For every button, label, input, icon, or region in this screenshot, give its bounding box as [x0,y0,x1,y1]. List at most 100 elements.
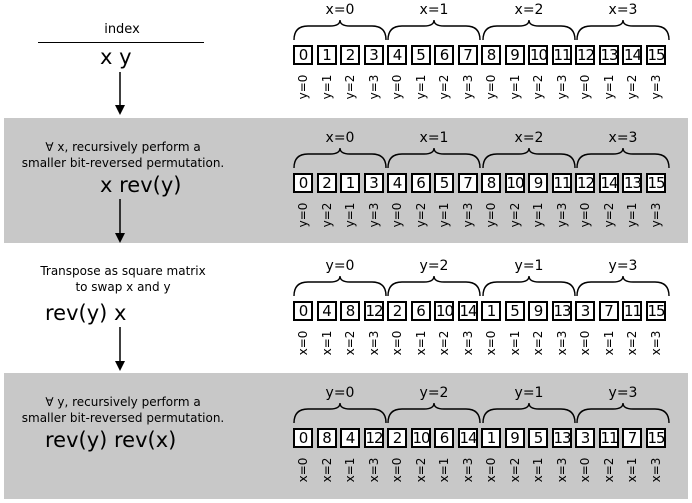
group-label: x=2 [514,130,544,146]
array-cell: 1 [481,428,501,448]
array-cell: 10 [410,428,431,448]
array-cell: 13 [551,301,572,321]
array-cell: 10 [434,301,454,321]
group-label: y=2 [419,258,449,274]
group-label: y=1 [514,385,544,401]
row-formula: rev(y) x [45,301,127,325]
array-cell: 7 [622,428,642,448]
index-underline [38,42,204,43]
array-cell: 12 [575,173,595,193]
array-cell: 0 [293,301,313,321]
array-cell: 11 [598,428,619,448]
array-cell: 6 [410,173,431,193]
array-cell: 15 [645,428,666,448]
group-brace [576,275,670,297]
group-brace [576,19,670,41]
down-arrow-head [115,361,125,371]
array-cell: 11 [551,173,572,193]
group-brace [482,19,576,41]
group-brace [482,147,576,169]
array-cell: 15 [645,173,666,193]
array-cell: 10 [528,45,548,65]
array-cell: 11 [551,45,572,65]
array-cell: 6 [410,301,431,321]
group-brace [482,402,576,424]
group-brace [387,402,481,424]
array-cell: 8 [340,301,360,321]
group-label: y=0 [325,385,355,401]
array-cell: 1 [316,45,337,65]
array-cell: 4 [387,173,407,193]
group-brace [293,275,387,297]
array-cell: 15 [645,45,666,65]
down-arrow-head [115,233,125,243]
array-cell: 1 [340,173,360,193]
row-description-line: Transpose as square matrix [40,264,206,278]
group-label: x=2 [514,2,544,18]
array-cell: 12 [363,428,384,448]
array-cell: 3 [575,301,595,321]
row-description-line: ∀ x, recursively perform a [45,140,201,154]
array-cell: 5 [504,301,525,321]
group-brace [293,19,387,41]
array-cell: 1 [481,301,501,321]
array-cell: 8 [316,428,337,448]
down-arrow-head [115,105,125,115]
group-brace [387,19,481,41]
array-cell: 6 [434,428,454,448]
group-label: y=3 [608,385,638,401]
array-cell: 7 [457,173,478,193]
group-label: y=3 [608,258,638,274]
group-label: x=0 [325,2,355,18]
array-cell: 4 [316,301,337,321]
array-cell: 4 [387,45,407,65]
row-description-line: smaller bit-reversed permutation. [21,411,225,425]
array-cell: 9 [504,45,525,65]
group-brace [293,402,387,424]
group-label: x=1 [419,130,449,146]
array-cell: 14 [622,45,642,65]
array-cell: 8 [481,45,501,65]
group-label: y=0 [325,258,355,274]
array-cell: 14 [457,428,478,448]
array-cell: 9 [504,428,525,448]
row-description-line: to swap x and y [75,280,171,294]
array-cell: 2 [340,45,360,65]
array-cell: 13 [598,45,619,65]
array-cell: 7 [457,45,478,65]
group-brace [576,147,670,169]
array-cell: 13 [551,428,572,448]
array-cell: 8 [481,173,501,193]
array-cell: 7 [598,301,619,321]
group-label: y=2 [419,385,449,401]
group-brace [482,275,576,297]
array-cell: 0 [293,428,313,448]
array-cell: 9 [528,301,548,321]
array-cell: 15 [645,301,666,321]
array-cell: 14 [457,301,478,321]
index-heading: index [104,22,140,37]
array-cell: 14 [598,173,619,193]
group-brace [387,275,481,297]
array-cell: 12 [363,301,384,321]
group-label: x=3 [608,130,638,146]
row-description-line: ∀ y, recursively perform a [45,395,201,409]
group-label: x=0 [325,130,355,146]
array-cell: 5 [528,428,548,448]
array-cell: 11 [622,301,642,321]
array-cell: 5 [410,45,431,65]
group-label: x=1 [419,2,449,18]
array-cell: 3 [363,173,384,193]
group-brace [293,147,387,169]
array-cell: 2 [387,428,407,448]
array-cell: 3 [575,428,595,448]
group-brace [387,147,481,169]
array-cell: 3 [363,45,384,65]
array-cell: 9 [528,173,548,193]
array-cell: 5 [434,173,454,193]
group-label: x=3 [608,2,638,18]
row-formula: x rev(y) [100,173,182,197]
group-brace [576,402,670,424]
array-cell: 0 [293,173,313,193]
